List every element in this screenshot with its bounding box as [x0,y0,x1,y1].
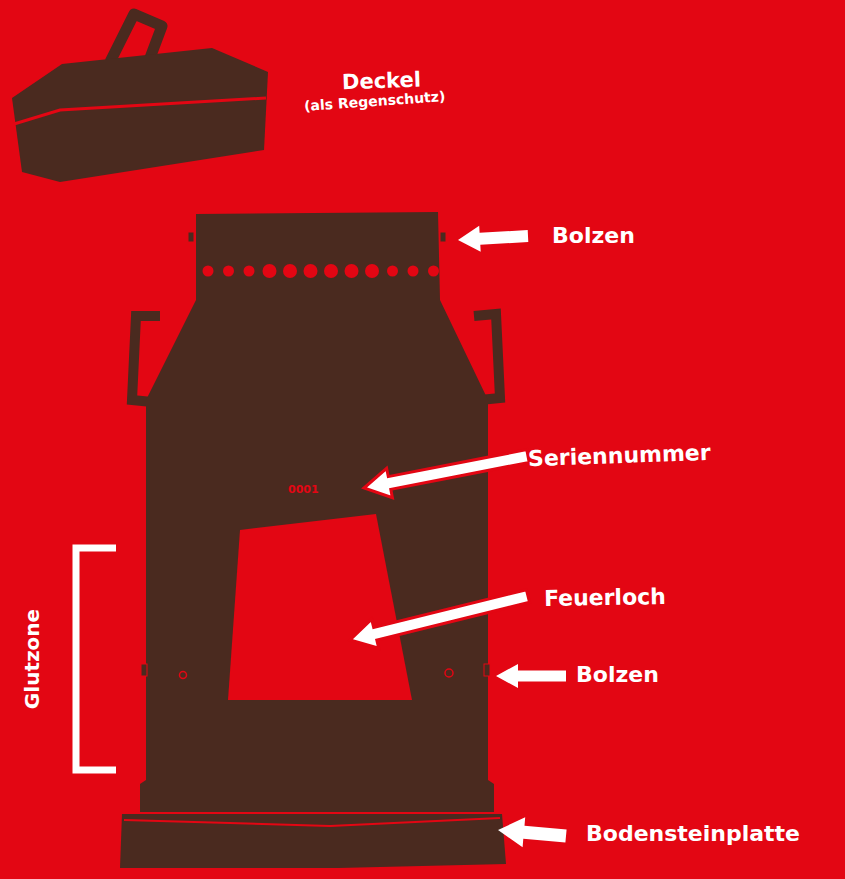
vent-hole [324,264,338,278]
callout-arrow [498,817,567,847]
part-name: Seriennummer [528,441,711,472]
vent-hole [345,264,359,278]
vent-holes [203,264,440,278]
part-name: Bodensteinplatte [586,822,800,846]
fire-hole [228,514,412,700]
zone-bracket [76,548,116,770]
vent-hole [408,266,419,277]
vent-hole [387,266,398,277]
part-name: Bolzen [576,663,659,687]
vent-hole [304,264,318,278]
serial-number: 0001 [288,484,319,496]
zone-label: Glutzone [21,609,43,709]
base-plate [120,814,506,868]
vent-hole [244,266,255,277]
vent-hole [365,264,379,278]
can-body [140,212,494,812]
callout-arrows [350,226,567,847]
vent-hole [283,264,297,278]
part-note: (als Regenschutz) [304,89,446,114]
callout-arrow [350,590,530,649]
callout-arrow [458,226,528,252]
part-name: Bolzen [552,224,635,248]
lid [12,14,268,182]
vent-hole [223,266,234,277]
part-name: Feuerloch [544,585,666,611]
callout-arrow [496,664,566,688]
vent-hole [263,264,277,278]
vent-hole [203,266,214,277]
callout-arrow [364,450,529,498]
vent-hole [428,266,439,277]
